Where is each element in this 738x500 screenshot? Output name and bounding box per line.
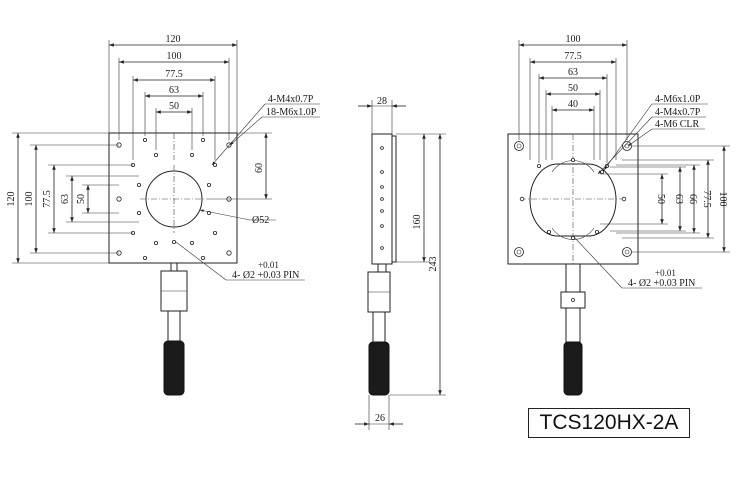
front-bore-label: Ø52	[252, 215, 269, 226]
side-vdim-160: 160	[412, 215, 423, 230]
model-number-label: TCS120HX-2A	[528, 408, 690, 438]
side-knob	[368, 341, 390, 396]
base-callout-m6-clr: 4-M6 CLR	[655, 119, 700, 130]
front-top-dimensions: 120 100 77.5 63 50	[108, 34, 238, 160]
base-dim-40: 40	[568, 99, 578, 110]
base-right-dimensions: 50 63 66 77.5 100	[600, 145, 730, 253]
front-callouts: 4-M4x0.7P 18-M6x1.0P Ø52 +0.01 4- Ø2 +0.…	[175, 94, 320, 281]
front-callout-m4: 4-M4x0.7P	[268, 94, 314, 105]
base-callout-m6x1: 4-M6x1.0P	[655, 94, 701, 105]
front-view: 120 100 77.5 63 50 120 100 77.5 63 50	[6, 34, 320, 396]
front-dim-100: 100	[167, 51, 182, 62]
front-pin-tol: +0.01	[258, 260, 279, 270]
base-vdim-100: 100	[717, 192, 728, 207]
base-dim-100: 100	[566, 34, 581, 45]
base-knob	[563, 341, 583, 396]
side-holes	[380, 146, 384, 250]
front-dim-63: 63	[169, 85, 179, 96]
front-vdim-77-5: 77.5	[42, 190, 53, 208]
side-vdim-243: 243	[428, 257, 439, 272]
front-vdim-120: 120	[6, 192, 17, 207]
front-dim-120: 120	[166, 34, 181, 45]
base-holes	[519, 157, 627, 240]
front-callout-m6: 18-M6x1.0P	[266, 107, 317, 118]
base-view: 100 77.5 63 50 40 50 63 66 77.5 100	[507, 34, 730, 396]
base-pin-label: 4- Ø2 +0.03 PIN	[628, 278, 695, 289]
front-micrometer	[160, 262, 188, 396]
base-vdim-63: 63	[673, 194, 684, 204]
base-dim-77-5: 77.5	[564, 51, 582, 62]
side-view: 28 160 243 26	[355, 96, 446, 430]
base-dim-63: 63	[568, 67, 578, 78]
front-dim-77-5: 77.5	[165, 69, 183, 80]
base-vdim-66: 66	[687, 194, 698, 204]
front-vdim-50: 50	[76, 194, 87, 204]
side-dim-28: 28	[377, 96, 387, 107]
front-knob	[163, 340, 185, 396]
front-vdim-63: 63	[60, 194, 71, 204]
base-dim-50: 50	[568, 83, 578, 94]
base-corner-holes	[514, 141, 632, 257]
front-vdim-100: 100	[24, 192, 35, 207]
base-callouts: 4-M6x1.0P 4-M4x0.7P 4-M6 CLR +0.01 4- Ø2…	[574, 94, 708, 289]
front-dim-50: 50	[169, 101, 179, 112]
front-vdim-60: 60	[254, 163, 265, 173]
base-pin-tol: +0.01	[655, 268, 676, 278]
front-pin-label: 4- Ø2 +0.03 PIN	[232, 270, 299, 281]
base-top-dimensions: 100 77.5 63 50 40	[518, 34, 628, 163]
side-micrometer	[367, 263, 391, 396]
front-left-dimensions: 120 100 77.5 63 50	[6, 132, 139, 264]
front-right-dimension: 60	[208, 132, 272, 200]
base-vdim-77-5: 77.5	[701, 190, 712, 208]
base-vdim-50: 50	[655, 194, 666, 204]
base-callout-m4: 4-M4x0.7P	[655, 107, 701, 118]
base-micrometer	[560, 263, 586, 396]
side-dim-26: 26	[375, 413, 385, 424]
